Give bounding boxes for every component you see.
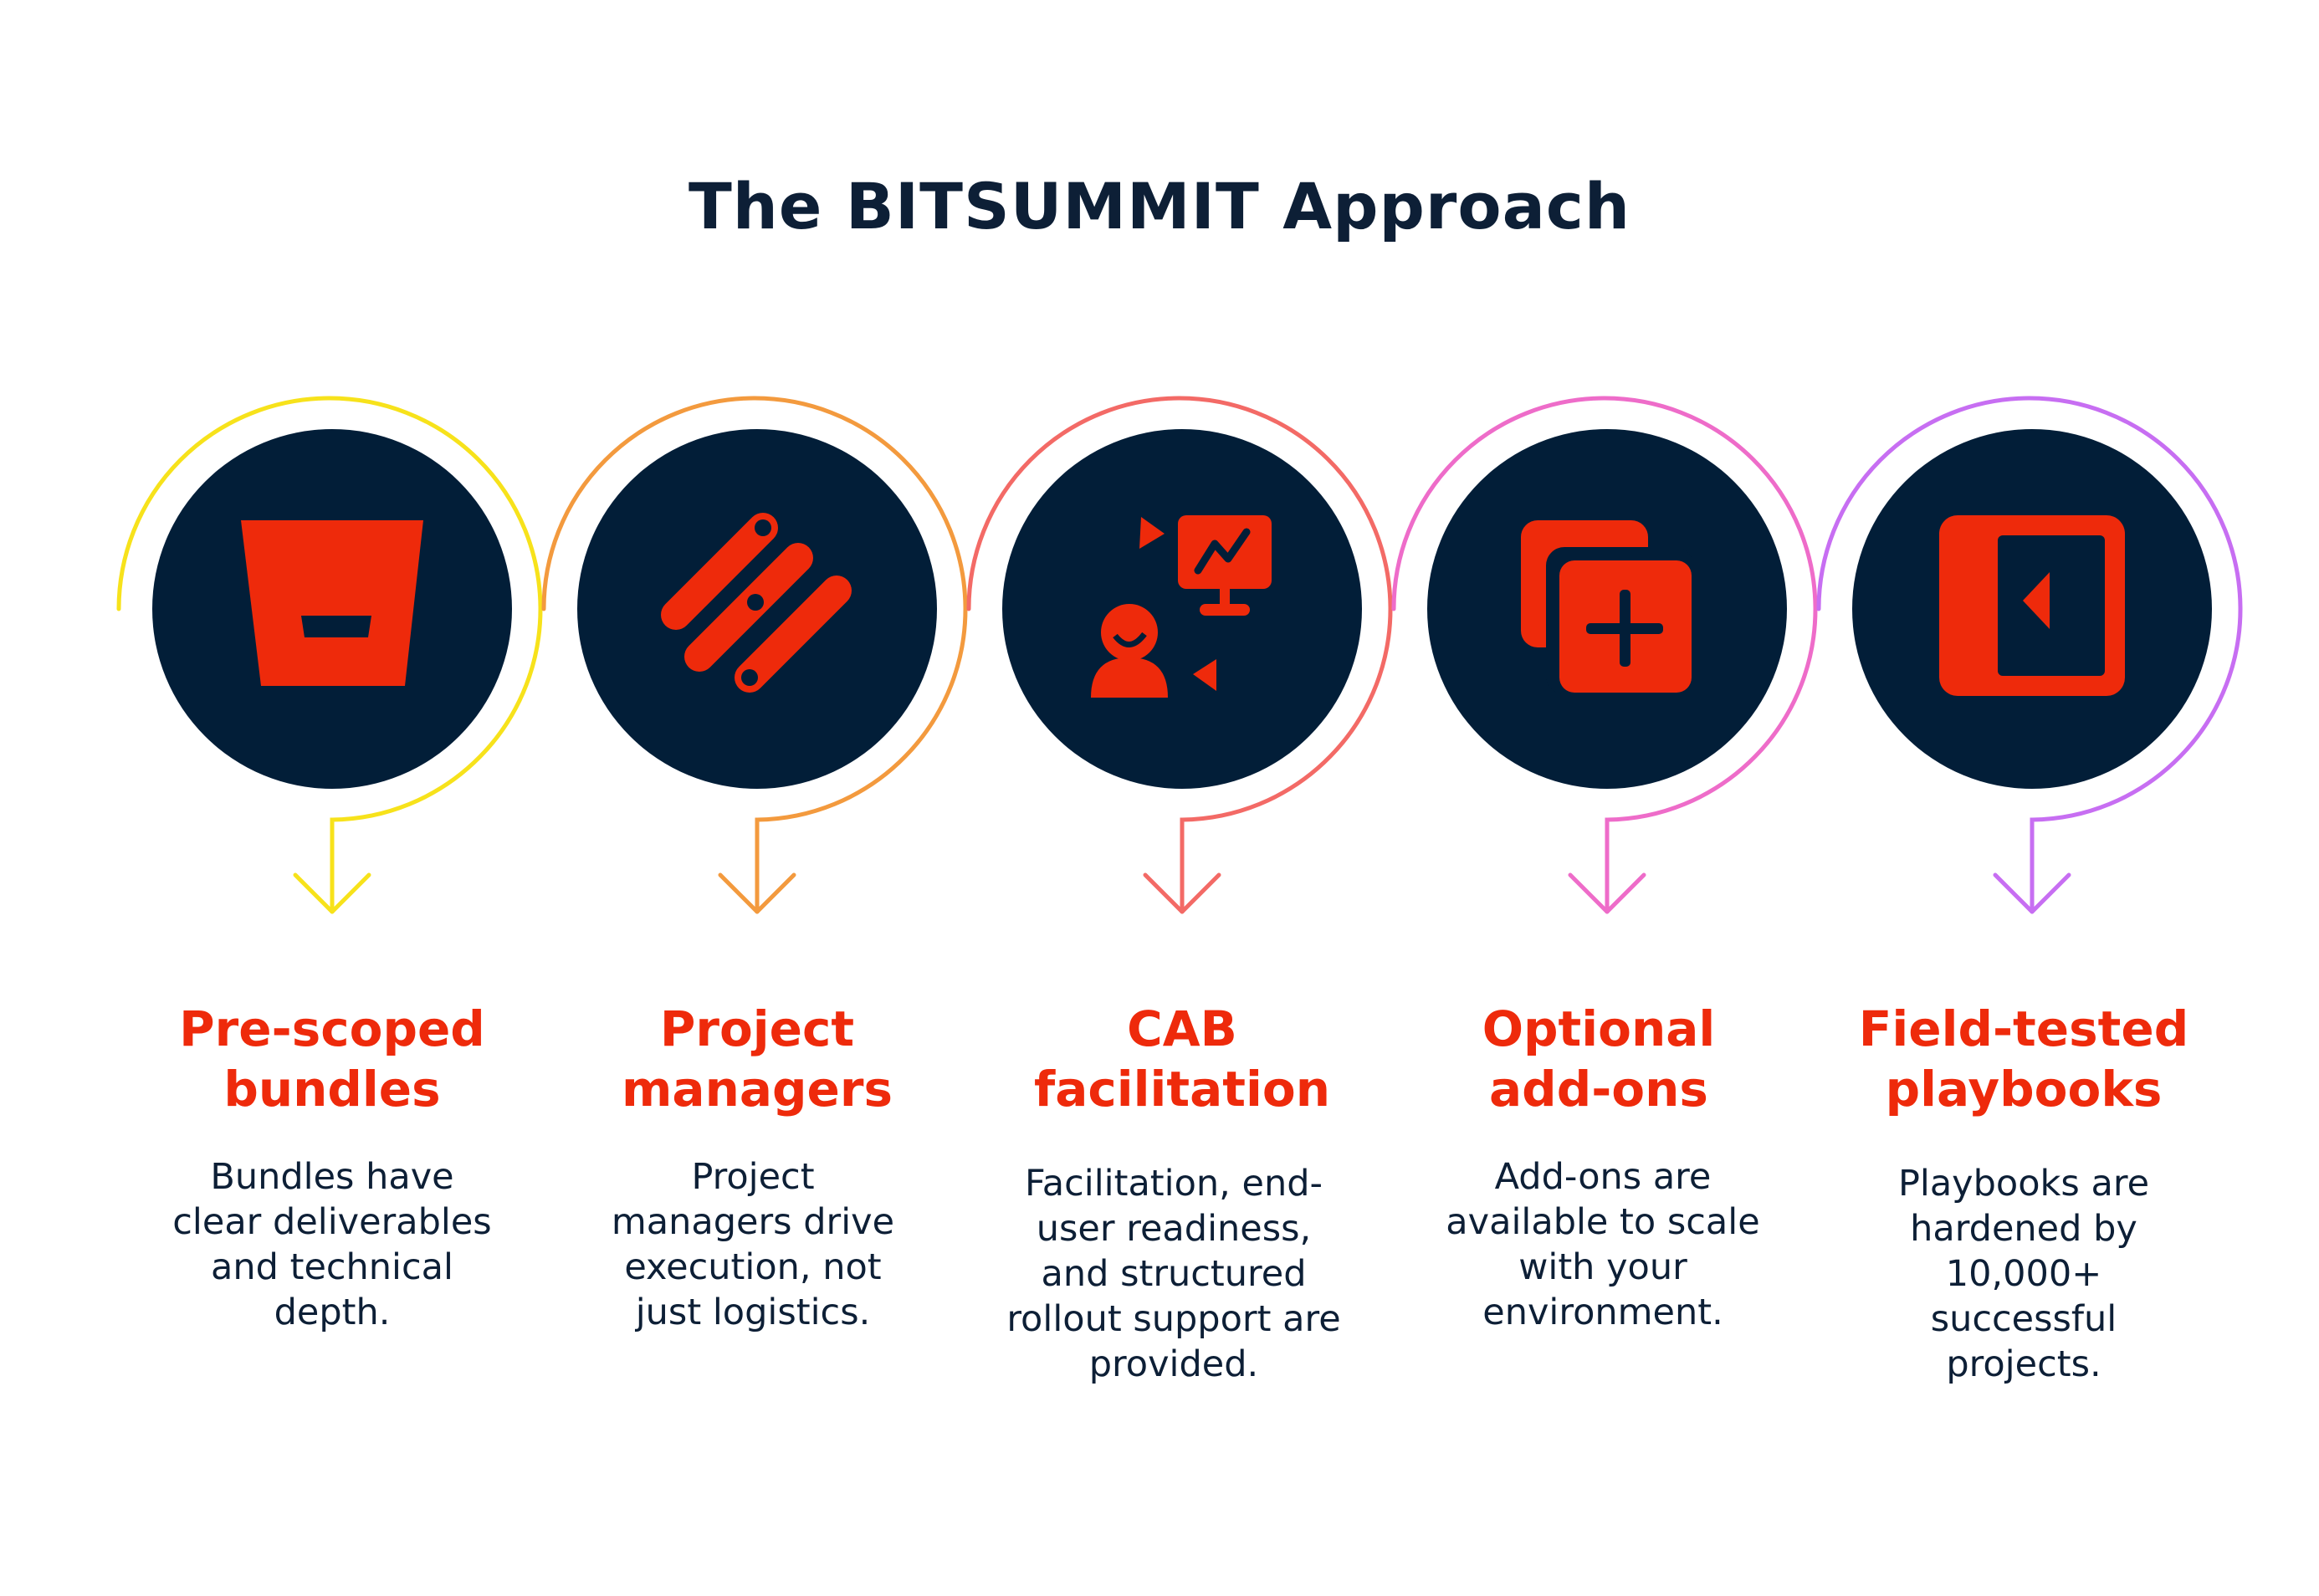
step-1-heading: Pre-scoped bundles: [179, 1000, 485, 1118]
page-title: The BITSUMMIT Approach: [688, 169, 1631, 243]
step-4-graphic: [1391, 396, 1818, 914]
gitlab-stripes-icon: [661, 513, 852, 693]
step-2-graphic: [541, 396, 968, 914]
step-1-graphic: [116, 396, 543, 914]
step-2-arrowhead: [718, 872, 796, 914]
step-2-description: Project managers drive execution, not ju…: [611, 1156, 895, 1333]
add-copy-icon: [1521, 520, 1693, 694]
step-5-graphic: [1816, 396, 2243, 914]
step-3-arc: [966, 396, 1393, 914]
step-5-arrowhead: [1993, 872, 2071, 914]
presentation-exchange-icon: [1091, 515, 1272, 698]
step-3-heading: CAB facilitation: [1033, 1000, 1330, 1118]
step-5-description: Playbooks are hardened by 10,000+ succes…: [1897, 1163, 2150, 1385]
step-5-heading: Field-tested playbooks: [1858, 1000, 2189, 1118]
step-3-circle: [1002, 429, 1362, 789]
step-3-description: Facilitation, end- user readiness, and s…: [1006, 1163, 1341, 1385]
step-4-arc: [1391, 396, 1818, 914]
step-1-arrowhead: [293, 872, 371, 914]
step-1-description: Bundles have clear deliverables and tech…: [172, 1156, 492, 1333]
step-1-arc: [116, 396, 543, 914]
sidebar-collapse-icon: [1939, 515, 2125, 696]
step-5-arc: [1816, 396, 2243, 914]
step-4-arrowhead: [1568, 872, 1646, 914]
step-2-heading: Project managers: [622, 1000, 893, 1118]
step-3-graphic: [966, 396, 1393, 914]
step-3-arrowhead: [1143, 872, 1221, 914]
step-4-heading: Optional add-ons: [1482, 1000, 1716, 1118]
step-4-description: Add-ons are available to scale with your…: [1446, 1156, 1760, 1333]
step-2-arc: [541, 396, 968, 914]
bitbucket-icon: [241, 520, 423, 686]
